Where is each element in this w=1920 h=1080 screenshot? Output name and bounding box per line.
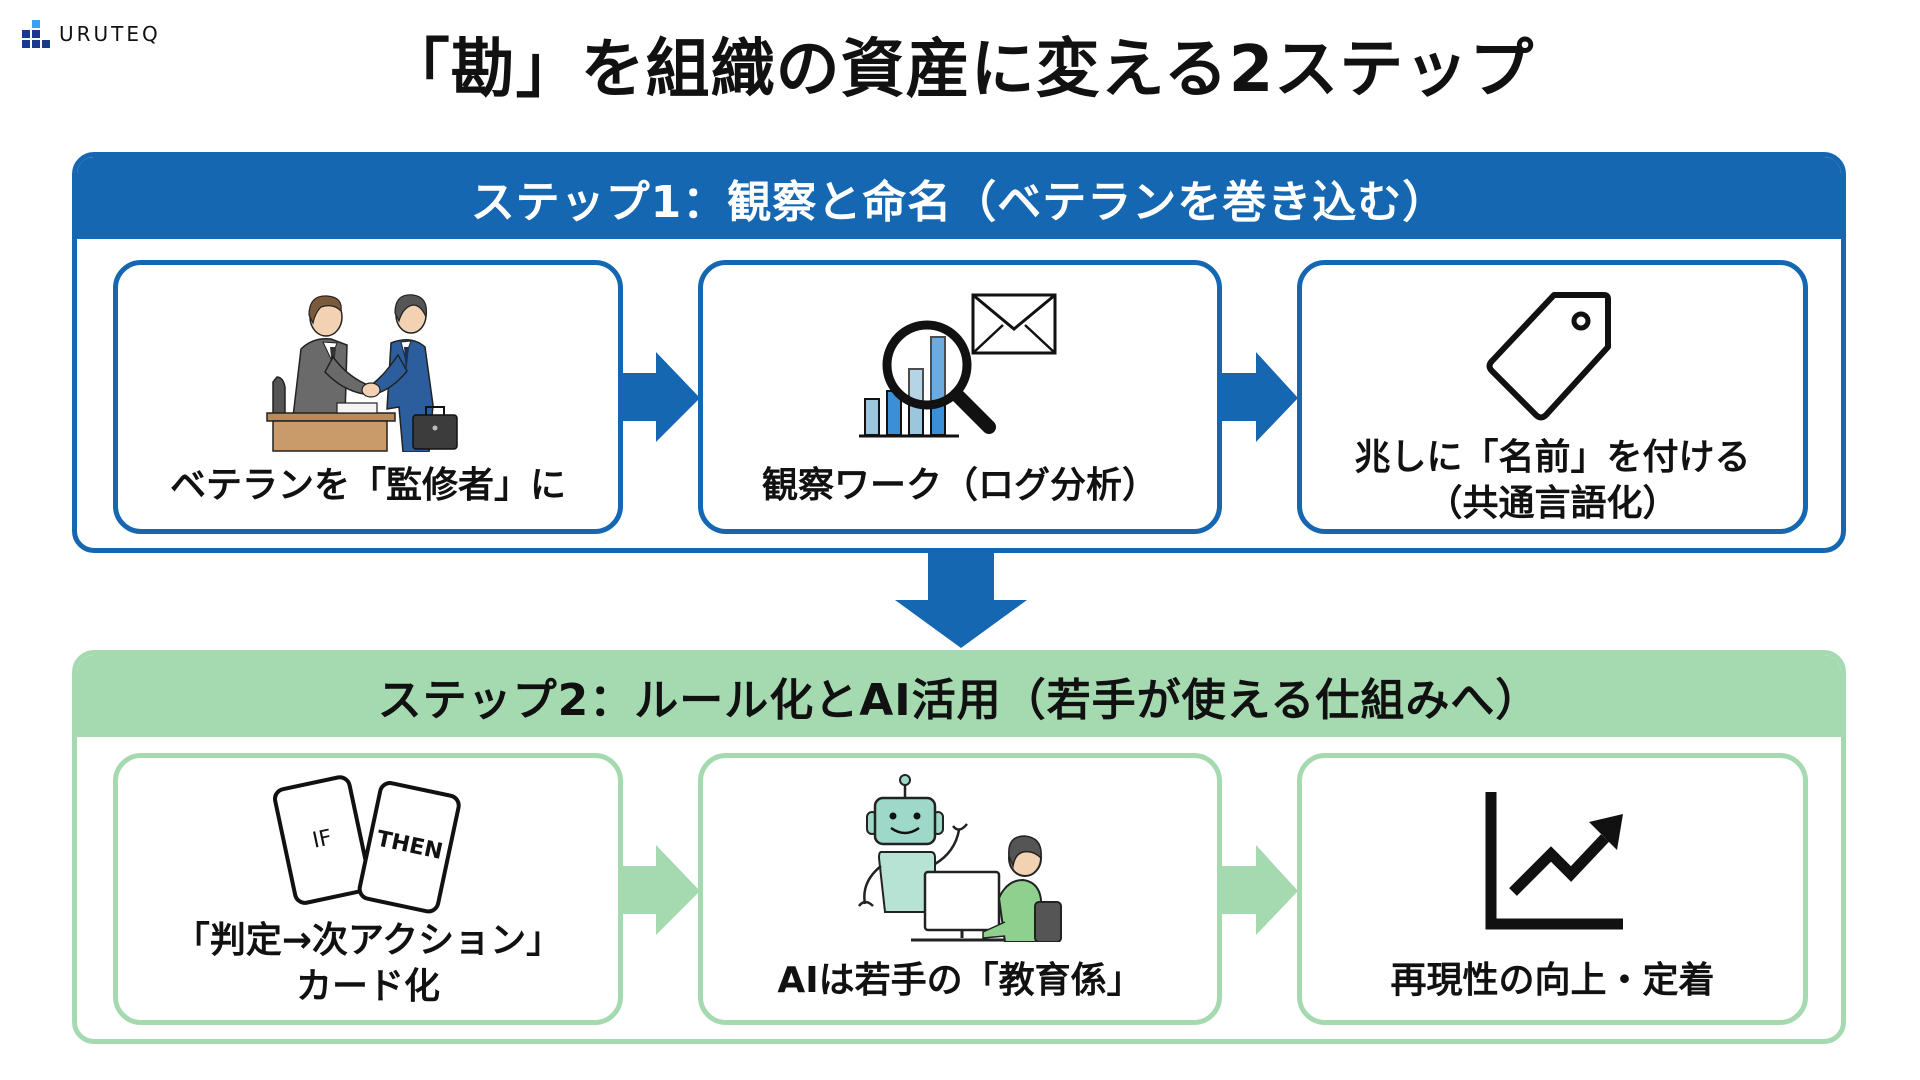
card-label-sub: カード化 <box>295 966 440 1007</box>
step1-header: ステップ1：観察と命名（ベテランを巻き込む） <box>77 157 1841 239</box>
stacked-blocks-logo-icon <box>22 20 50 48</box>
trend-up-chart-icon <box>1485 792 1623 930</box>
right-arrow-icon <box>620 352 700 442</box>
step1-card-naming-signs: 兆しに「名前」を付ける （共通言語化） <box>1297 260 1808 534</box>
brand-logo: URUTEQ <box>22 20 161 48</box>
step2-card-reproducibility: 再現性の向上・定着 <box>1297 753 1808 1025</box>
tag-icon <box>1486 292 1611 421</box>
handshake-icon <box>266 294 458 452</box>
step2-card-if-then-cards: IF THEN 「判定→次アクション」 カード化 <box>113 753 623 1025</box>
right-arrow-icon <box>1220 845 1298 935</box>
page-title: 「勘」を組織の資産に変える2ステップ <box>385 33 1535 107</box>
card-label: 兆しに「名前」を付ける <box>1354 437 1751 478</box>
card-label-sub: （共通言語化） <box>1426 483 1679 524</box>
step1-card-veteran-supervisor: ベテランを「監修者」に <box>113 260 623 534</box>
card-label: 観察ワーク（ログ分析） <box>761 465 1158 506</box>
down-arrow-icon <box>895 553 1027 648</box>
card-label: 再現性の向上・定着 <box>1390 960 1715 1001</box>
card-label: ベテランを「監修者」に <box>169 465 566 506</box>
right-arrow-icon <box>620 845 700 935</box>
step2-header: ステップ2：ルール化とAI活用（若手が使える仕組みへ） <box>77 655 1841 737</box>
right-arrow-icon <box>1220 352 1298 442</box>
step1-card-observation-work: 観察ワーク（ログ分析） <box>698 260 1222 534</box>
card-label: 「判定→次アクション」 <box>173 920 563 961</box>
robot-teacher-icon <box>858 774 1062 942</box>
if-then-cards-icon: IF THEN <box>273 775 461 914</box>
brand-name: URUTEQ <box>59 22 161 46</box>
card-label: AIは若手の「教育係」 <box>777 960 1143 1001</box>
step2-card-ai-tutor: AIは若手の「教育係」 <box>698 753 1222 1025</box>
magnifier-chart-icon <box>859 293 1057 438</box>
if-text: IF <box>310 825 334 853</box>
